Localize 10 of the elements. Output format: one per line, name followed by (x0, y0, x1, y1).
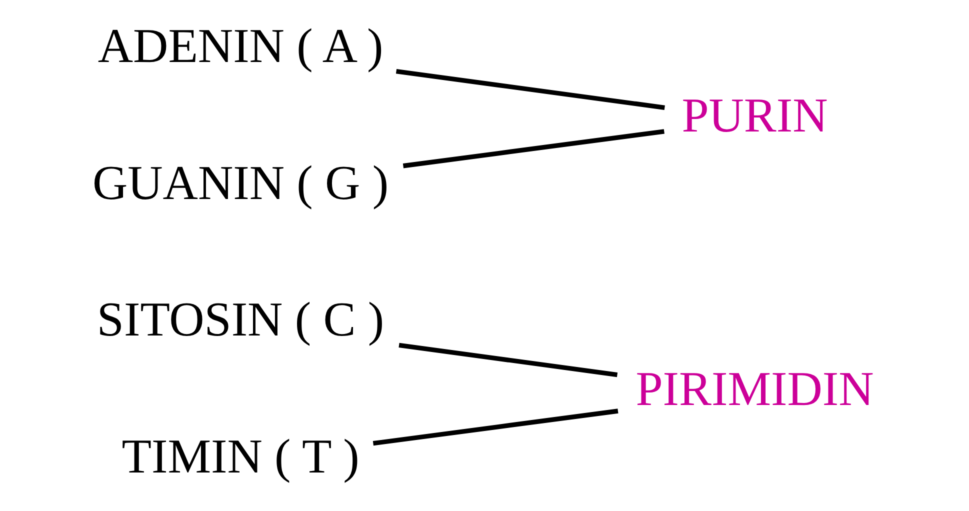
node-text: TIMIN ( T ) (121, 429, 359, 484)
node-text: SITOSIN ( C ) (96, 292, 384, 347)
connector (398, 342, 618, 378)
connector (372, 408, 618, 446)
node-text: ADENIN ( A ) (97, 19, 383, 74)
connector (395, 68, 664, 110)
node-text: PIRIMIDIN (635, 362, 874, 416)
connector (402, 129, 664, 168)
node-text: PURIN (681, 88, 828, 142)
node-text: GUANIN ( G ) (92, 156, 388, 210)
